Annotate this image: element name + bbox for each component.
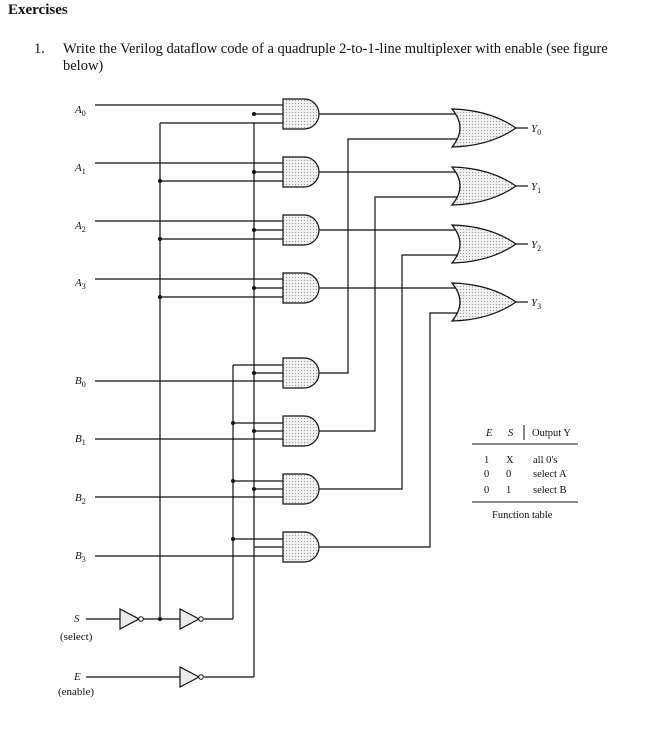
table-header-s: S — [508, 428, 514, 439]
table-cell-r1-out: all 0's — [533, 455, 557, 466]
table-header-e: E — [485, 428, 493, 439]
and-gate-a3 — [282, 272, 320, 304]
table-cell-r3-s: 1 — [506, 485, 511, 496]
or-gates — [450, 108, 518, 322]
exercises-heading: Exercises — [8, 2, 68, 18]
table-cell-r1-s: X — [506, 455, 514, 466]
and-gate-b0 — [282, 357, 320, 389]
enable-inverter — [179, 666, 204, 688]
input-label-a2: A2 — [74, 220, 86, 234]
output-label-y1: Y1 — [531, 181, 541, 195]
select-label: S — [74, 613, 80, 625]
and-gate-a2 — [282, 214, 320, 246]
table-cell-r1-e: 1 — [484, 455, 489, 466]
and-gates — [282, 98, 320, 563]
table-cell-r2-e: 0 — [484, 469, 489, 480]
enable-caption: (enable) — [58, 686, 94, 698]
output-label-y2: Y2 — [531, 239, 541, 253]
input-label-b3: B3 — [75, 550, 86, 564]
table-cell-r3-out: select B — [533, 485, 567, 496]
junction-dots — [158, 112, 256, 621]
table-caption: Function table — [492, 510, 553, 521]
input-label-a0: A0 — [74, 104, 86, 118]
or-gate-y2 — [450, 224, 518, 264]
control-wires — [86, 113, 283, 678]
select-inverter-1 — [119, 608, 144, 630]
table-cell-r3-e: 0 — [484, 485, 489, 496]
input-label-b2: B2 — [75, 492, 86, 506]
output-label-y3: Y3 — [531, 297, 541, 311]
and-gate-a1 — [282, 156, 320, 188]
input-label-b0: B0 — [75, 375, 86, 389]
and-gate-b2 — [282, 473, 320, 505]
input-label-a1: A1 — [74, 162, 86, 176]
input-label-b1: B1 — [75, 433, 86, 447]
and-gate-b1 — [282, 415, 320, 447]
input-label-a3: A3 — [74, 277, 86, 291]
question-text: Write the Verilog dataflow code of a qua… — [63, 41, 608, 74]
input-wires — [95, 104, 283, 557]
select-caption: (select) — [60, 631, 93, 643]
question-number: 1. — [34, 41, 45, 57]
enable-label: E — [73, 671, 81, 683]
table-header-output: Output Y — [532, 428, 571, 439]
output-label-y0: Y0 — [531, 123, 541, 137]
and-gate-a0 — [282, 98, 320, 130]
select-inverter-2 — [179, 608, 204, 630]
and-gate-b3 — [282, 531, 320, 563]
or-gate-y3 — [450, 282, 518, 322]
function-table: E S Output Y 1 X all 0's 0 0 select A 0 … — [472, 425, 578, 521]
output-wires — [516, 127, 528, 303]
or-gate-y0 — [450, 108, 518, 148]
table-cell-r2-out: select A — [533, 469, 567, 480]
table-cell-r2-s: 0 — [506, 469, 511, 480]
and-to-or-wires — [319, 113, 463, 548]
or-gate-y1 — [450, 166, 518, 206]
